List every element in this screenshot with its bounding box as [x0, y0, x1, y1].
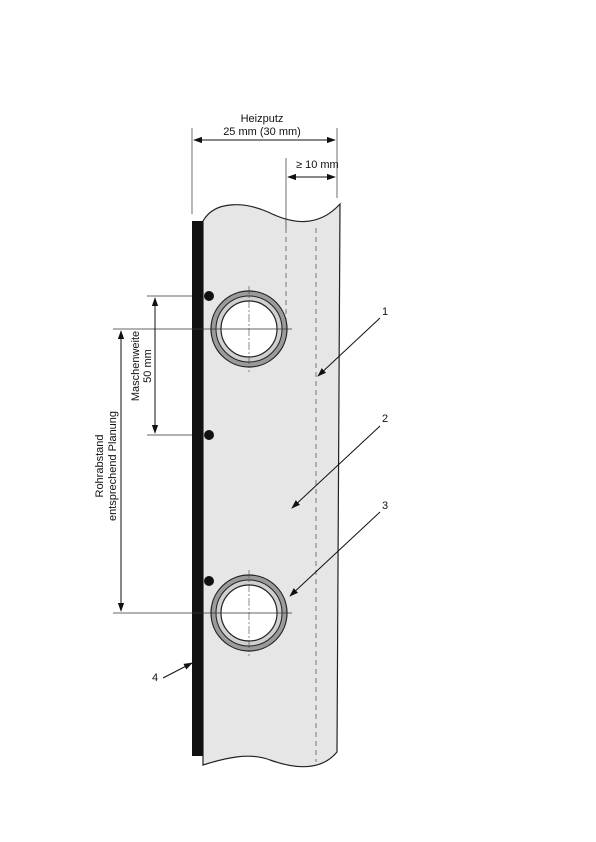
mesh-wire-dot: [204, 291, 214, 301]
callout-2-leader: [291, 425, 381, 509]
callout-3-leader: [289, 511, 381, 597]
mesh-width-label-line2: 50 mm: [142, 349, 154, 383]
callout-3-number: 3: [382, 500, 388, 512]
pipe-spacing-label-line1: Rohrabstand: [94, 435, 106, 498]
callout-2-number: 2: [382, 413, 388, 425]
callout-1-number: 1: [382, 306, 388, 318]
callout-4-number: 4: [152, 672, 158, 684]
min-cover-label: ≥ 10 mm: [296, 159, 339, 171]
pipe-spacing-label-line2: entsprechend Planung: [107, 411, 119, 521]
callout-1-leader: [317, 317, 381, 377]
callout-4-leader: [162, 662, 193, 679]
mesh-wire-dot: [204, 430, 214, 440]
heating-plaster-layer: [202, 202, 341, 768]
heizputz-label: Heizputz: [241, 113, 284, 125]
mesh-wire-dot: [204, 576, 214, 586]
wall-substrate: [192, 221, 203, 756]
plaster-thickness-label: 25 mm (30 mm): [223, 126, 301, 138]
mesh-width-label-line1: Maschenweite: [130, 331, 142, 401]
